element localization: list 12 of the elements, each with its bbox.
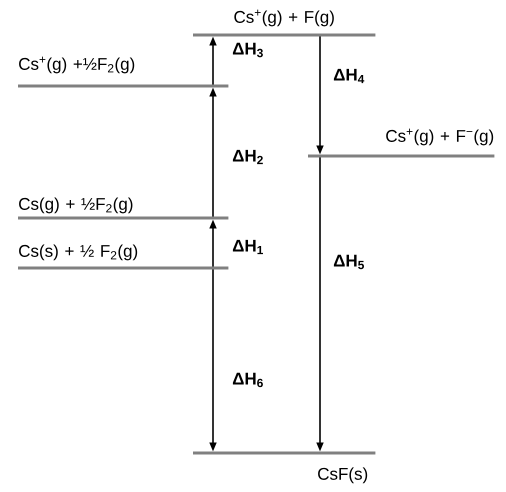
edge-label: ΔH$_{3}$	[231, 42, 265, 58]
edge-label: ΔH$_{1}$	[231, 238, 265, 256]
edge-label: ΔH$_{6}$	[231, 372, 265, 388]
energy-level: Cs$^{+}$(g) + F(g)	[193, 10, 376, 36]
edge-label: ΔH$_{4}$	[332, 68, 366, 84]
energy-level: Cs(g) + ½F$_{2}$(g)	[18, 197, 228, 220]
edge-label: ΔH$_{5}$	[332, 254, 366, 270]
energy-level: Cs$^{+}$(g) + F$^{−}$(g)	[308, 128, 494, 158]
energy-level: Cs$^{+}$(g) +½F$_{2}$(g)	[18, 56, 228, 88]
edge-label: ΔH$_{2}$	[231, 148, 265, 166]
energy-level: Cs(s) + ½ F$_{2}$(g)	[18, 244, 228, 270]
energy-level: CsF(s)	[193, 452, 376, 484]
